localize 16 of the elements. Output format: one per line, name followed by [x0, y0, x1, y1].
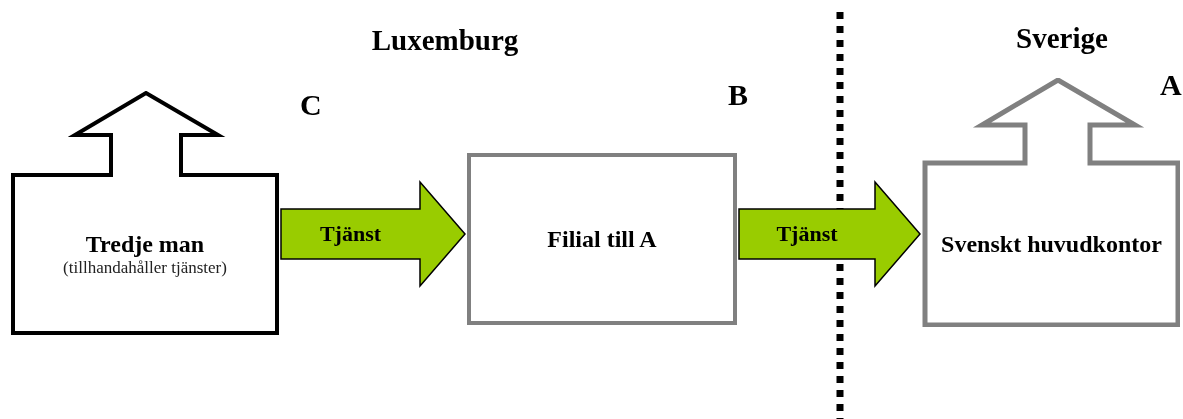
node-title: Filial till A — [547, 224, 657, 254]
block-arrow — [280, 180, 466, 288]
block-arrow — [738, 180, 921, 288]
country-label: Luxemburg — [371, 23, 519, 57]
office-box — [467, 153, 737, 325]
house-shape — [11, 91, 279, 335]
node-title: Svenskt huvudkontor — [941, 229, 1162, 259]
house-shape — [922, 78, 1180, 327]
node-title: Tredje man — [85, 229, 205, 259]
entity-letter: C — [300, 88, 322, 122]
entity-letter: A — [1160, 68, 1182, 102]
edge-label: Tjänst — [776, 221, 838, 247]
node-subtitle: (tillhandahåller tjänster) — [63, 258, 227, 279]
country-label: Sverige — [1016, 21, 1108, 55]
entity-letter: B — [728, 78, 748, 112]
edge-label: Tjänst — [319, 221, 382, 247]
